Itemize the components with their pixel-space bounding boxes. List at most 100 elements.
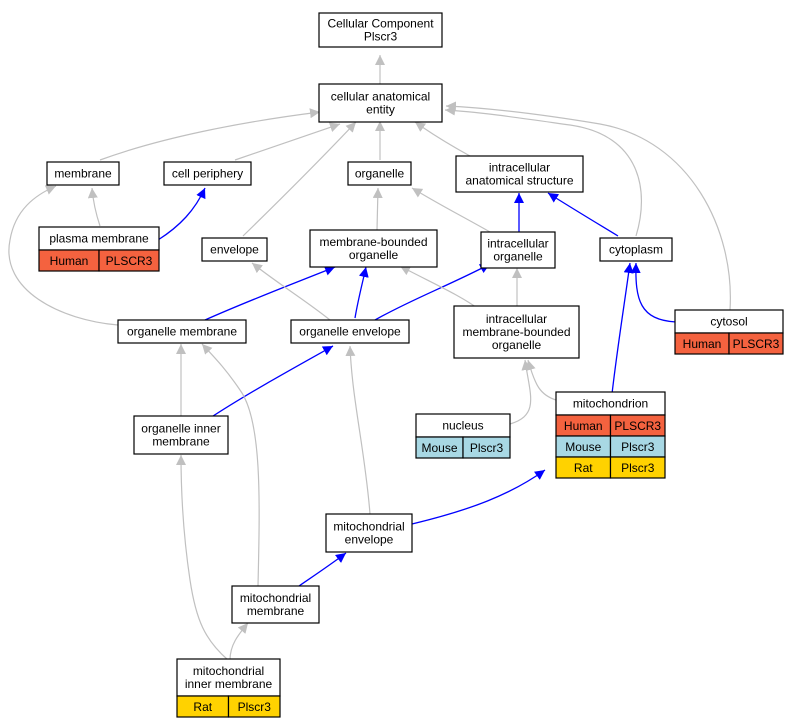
term-label-line: cell periphery [172, 167, 243, 181]
term-label-line: membrane [54, 167, 112, 181]
term-label-line: inner membrane [185, 677, 273, 691]
edge-nucleus-to-imbo [509, 359, 532, 425]
term-label-line: intracellular [489, 161, 550, 175]
term-box [133, 415, 229, 455]
term-node-organelle[interactable]: organelle [347, 161, 412, 186]
term-box [231, 585, 320, 624]
term-node-organelle-membrane[interactable]: organelle membrane [117, 319, 247, 344]
term-label-line: mitochondrial [240, 591, 311, 605]
edge-orgenvelope-to-mbo [354, 266, 369, 319]
annotation-row-rat: Rat Plscr3 [555, 456, 666, 479]
edge-cytoplasm-to-ias [547, 192, 619, 237]
term-label-line: Cellular Component [327, 17, 434, 31]
edge-io-to-organelle [411, 187, 491, 233]
term-label-line: entity [366, 103, 395, 117]
term-node-membrane[interactable]: membrane [46, 161, 120, 186]
term-box [163, 161, 252, 186]
edge-cytosol-to-cytoplasm [630, 262, 677, 323]
species-cell-label: Human [564, 419, 603, 433]
edge-cytoplasm-to-cae [444, 105, 642, 237]
term-label-line: mitochondrion [573, 397, 648, 411]
term-box [599, 237, 673, 262]
gene-cell-label: PLSCR3 [733, 337, 780, 351]
term-box [117, 319, 247, 344]
term-box [318, 12, 443, 48]
species-cell-label: Human [683, 337, 722, 351]
edge-mitoenvelope-to-orgenvelope [345, 345, 371, 515]
term-box [46, 161, 120, 186]
term-label-line: organelle [492, 338, 542, 352]
gene-cell-label: Plscr3 [621, 440, 655, 454]
term-label-line: organelle membrane [127, 325, 237, 339]
term-box [309, 229, 438, 268]
term-label-line: organelle [349, 248, 399, 262]
gene-cell [609, 456, 666, 479]
term-label-line: cellular anatomical [331, 90, 430, 104]
term-label-line: cytoplasm [609, 243, 663, 257]
edges [8, 55, 731, 661]
term-label-line: Plscr3 [364, 30, 398, 44]
species-cell-label: Rat [574, 461, 593, 475]
term-label-line: nucleus [442, 419, 483, 433]
edge-cellperiphery-to-cae [234, 122, 341, 161]
term-label-line: organelle envelope [299, 325, 401, 339]
gene-cell-label: Plscr3 [621, 461, 655, 475]
term-label-line: mitochondrial [193, 664, 264, 678]
term-box [176, 658, 281, 697]
gene-cell [728, 332, 784, 355]
edge-plasmamembrane-to-cellperiphery [157, 187, 206, 241]
edge-envelope-to-cae [242, 121, 357, 237]
edge-orgmembrane-to-mbo [204, 266, 336, 321]
edge-mitoenvelope-to-mitochondrion [411, 469, 546, 525]
edge-mitomembrane-to-orgmembrane [201, 343, 260, 587]
term-node-cell-periphery[interactable]: cell periphery [163, 161, 252, 186]
term-box [455, 155, 584, 193]
term-label-line: envelope [345, 533, 394, 547]
edge-mitochondrion-to-cytoplasm [611, 262, 634, 395]
term-box [318, 83, 443, 123]
edge-ias-to-cae [414, 121, 471, 157]
gene-cell-label: PLSCR3 [106, 254, 153, 268]
gene-cell [98, 249, 160, 272]
species-cell-label: Rat [193, 700, 212, 714]
edge-orgenvelope-to-envelope [251, 262, 331, 321]
edge-cytosol-to-cae [445, 101, 731, 311]
gene-cell [227, 695, 281, 718]
annotation-row-human: Human PLSCR3 [38, 249, 160, 272]
edge-membrane-to-cae [99, 108, 321, 161]
species-cell-label: Mouse [421, 441, 457, 455]
term-label-line: membrane-bounded [462, 325, 570, 339]
term-node-organelle-envelope[interactable]: organelle envelope [290, 319, 410, 344]
term-node-cytoplasm[interactable]: cytoplasm [599, 237, 673, 262]
term-label-line: intracellular [487, 237, 548, 251]
term-box [347, 161, 412, 186]
term-label-line: plasma membrane [49, 232, 149, 246]
annotation-row-human: Human PLSCR3 [674, 332, 784, 355]
term-label-line: membrane-bounded [319, 235, 427, 249]
term-box [453, 305, 580, 359]
edge-plasmamembrane-to-membrane [87, 187, 101, 227]
term-label-line: intracellular [486, 312, 547, 326]
species-cell-label: Human [50, 254, 89, 268]
term-node-envelope[interactable]: envelope [201, 237, 268, 262]
term-box [480, 231, 556, 269]
